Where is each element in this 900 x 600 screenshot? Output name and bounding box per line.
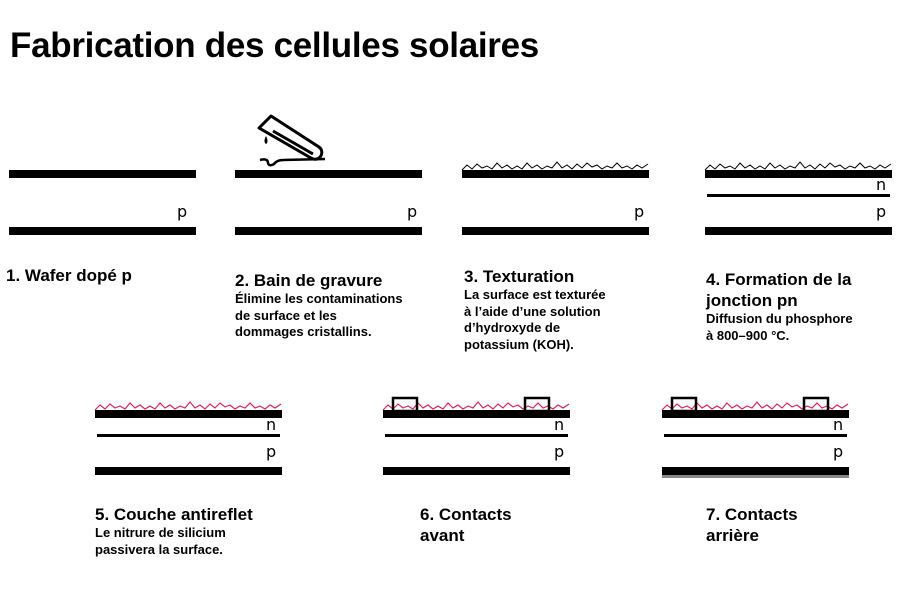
p-layer-label: p [407, 202, 418, 221]
step-2-label: 2. Bain de gravure Élimine les contamina… [235, 270, 445, 341]
step-heading: 7. Contacts [706, 505, 798, 524]
wafer-bottom-surface [9, 227, 196, 235]
step-desc-line: dommages cristallins. [235, 324, 372, 339]
step-desc-line: de surface et les [235, 307, 337, 323]
step-heading: avant [420, 526, 465, 545]
step-heading: 6. Contacts [420, 505, 512, 524]
page-title: Fabrication des cellules solaires [10, 26, 539, 65]
step-desc-line: potassium (KOH). [464, 336, 574, 352]
step-6-diagram: n p [382, 395, 573, 478]
step-1-label: 1. Wafer dopé p [6, 265, 206, 286]
step-3-diagram: p [461, 160, 652, 238]
step-5-label: 5. Couche antireflet Le nitrure de silic… [95, 504, 305, 558]
step-heading: jonction pn [706, 291, 798, 310]
step-5-diagram: n p [94, 400, 285, 478]
step-6-label: 6. Contacts avant [420, 504, 600, 546]
step-heading: 2. Bain de gravure [235, 271, 383, 290]
step-7-diagram: n p [661, 395, 852, 485]
step-desc-line: Le nitrure de silicium [95, 525, 226, 540]
p-layer-label: p [266, 442, 277, 461]
step-desc-line: Diffusion du phosphore [706, 311, 853, 326]
step-desc-line: à 800–900 °C. [706, 327, 790, 343]
step-1-diagram: p [9, 168, 197, 238]
step-7-label: 7. Contacts arrière [706, 504, 886, 546]
test-tube-pouring-icon [235, 114, 422, 235]
n-layer-label: n [876, 175, 887, 194]
p-layer-label: p [833, 442, 844, 461]
step-heading: 3. Texturation [464, 267, 575, 286]
n-layer-label: n [266, 415, 277, 434]
step-desc-line: d’hydroxyde de [464, 320, 561, 335]
step-2-diagram: p [235, 114, 425, 238]
step-desc-line: à l’aide d’une solution [464, 303, 601, 319]
p-layer-label: p [177, 202, 188, 221]
step-heading: 1. Wafer dopé p [6, 266, 132, 285]
step-4-diagram: n p [704, 160, 895, 238]
step-desc-line: La surface est texturée [464, 287, 606, 302]
step-4-label: 4. Formation de la jonction pn Diffusion… [706, 269, 896, 344]
step-3-label: 3. Texturation La surface est texturée à… [464, 266, 664, 353]
p-layer-label: p [634, 202, 645, 221]
step-heading: arrière [706, 526, 759, 545]
n-layer-label: n [554, 415, 565, 434]
n-layer-label: n [833, 415, 844, 434]
back-contact [662, 475, 849, 478]
step-desc-line: passivera la surface. [95, 541, 223, 557]
step-heading: 5. Couche antireflet [95, 505, 253, 524]
p-layer-label: p [876, 202, 887, 221]
step-heading: 4. Formation de la [706, 270, 852, 289]
step-desc-line: Élimine les contaminations [235, 291, 403, 306]
wafer-top-surface [9, 170, 196, 178]
p-layer-label: p [554, 442, 565, 461]
